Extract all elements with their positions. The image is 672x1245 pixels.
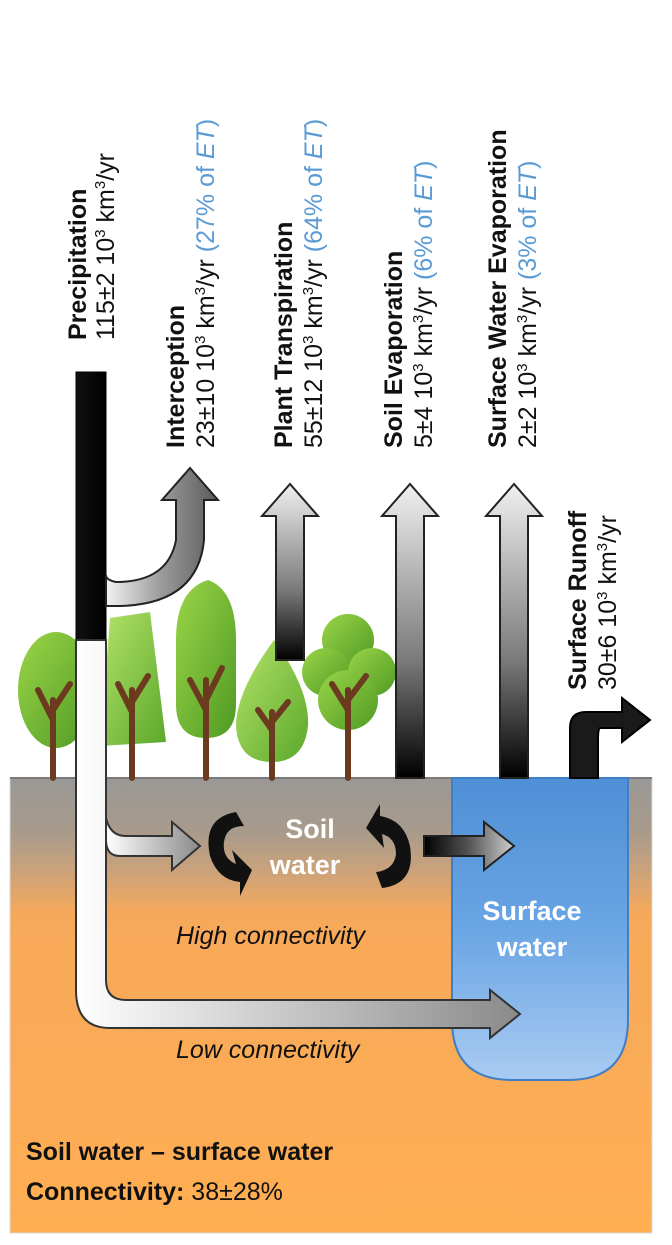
plant-transpiration-arrow: [259, 482, 321, 661]
precipitation-arrow: [75, 371, 107, 649]
surface-water-label-line2: water: [496, 932, 568, 962]
low-connectivity-label: Low connectivity: [176, 1036, 361, 1064]
svg-text:Surface Runoff: Surface Runoff: [564, 510, 592, 690]
soil-water-cycle-arrow-right: [366, 804, 411, 888]
interception-label: Interception 23±10 103 km3/yr (27% of ET…: [162, 119, 220, 448]
svg-text:Precipitation: Precipitation: [64, 189, 92, 340]
svg-text:55±12 103 km3/yr (64% of ET): 55±12 103 km3/yr (64% of ET): [300, 119, 328, 448]
high-connectivity-label: High connectivity: [176, 922, 366, 950]
surface-water-label-line1: Surface: [482, 896, 581, 926]
tree-2: [100, 612, 166, 781]
surface-water-evaporation-label: Surface Water Evaporation 2±2 103 km3/yr…: [484, 129, 542, 448]
precipitation-label: Precipitation 115±2 103 km3/yr: [64, 153, 120, 340]
plant-transpiration-label: Plant Transpiration 55±12 103 km3/yr (64…: [270, 119, 328, 448]
soil-water-label-line2: water: [269, 850, 341, 880]
infiltration-arrow: [105, 817, 202, 873]
connectivity-title: Soil water – surface water: [26, 1138, 333, 1166]
surface-runoff-label: Surface Runoff 30±6 103 km3/yr: [564, 510, 622, 690]
svg-text:Interception: Interception: [162, 305, 190, 448]
svg-text:Surface Water Evaporation: Surface Water Evaporation: [484, 129, 512, 448]
soil-evaporation-label: Soil Evaporation 5±4 103 km3/yr (6% of E…: [380, 161, 438, 448]
svg-text:Soil Evaporation: Soil Evaporation: [380, 251, 408, 448]
svg-text:115±2 103 km3/yr: 115±2 103 km3/yr: [92, 153, 120, 340]
precipitation-down-trunk: [75, 639, 522, 1041]
surface-runoff-arrow: [569, 695, 652, 779]
svg-text:30±6 103 km3/yr: 30±6 103 km3/yr: [594, 515, 622, 690]
surface-water-body: [451, 777, 629, 1081]
svg-text:Plant Transpiration: Plant Transpiration: [270, 222, 298, 448]
tree-5: [302, 614, 396, 781]
connectivity-value: Connectivity: 38±28%: [26, 1178, 283, 1206]
svg-text:23±10 103 km3/yr (27% of ET): 23±10 103 km3/yr (27% of ET): [192, 119, 220, 448]
soil-evaporation-arrow: [379, 482, 441, 779]
tree-3: [176, 580, 236, 781]
interception-arrow: [105, 466, 221, 607]
soil-to-surface-arrow: [423, 819, 516, 873]
surface-water-evaporation-arrow: [483, 482, 545, 779]
soil-water-cycle-arrow-left: [208, 812, 252, 896]
svg-text:5±4 103 km3/yr (6% of ET): 5±4 103 km3/yr (6% of ET): [410, 161, 438, 448]
soil-water-label-line1: Soil: [285, 814, 335, 844]
tree-4: [236, 640, 309, 781]
svg-text:2±2 103 km3/yr (3% of ET): 2±2 103 km3/yr (3% of ET): [514, 161, 542, 448]
